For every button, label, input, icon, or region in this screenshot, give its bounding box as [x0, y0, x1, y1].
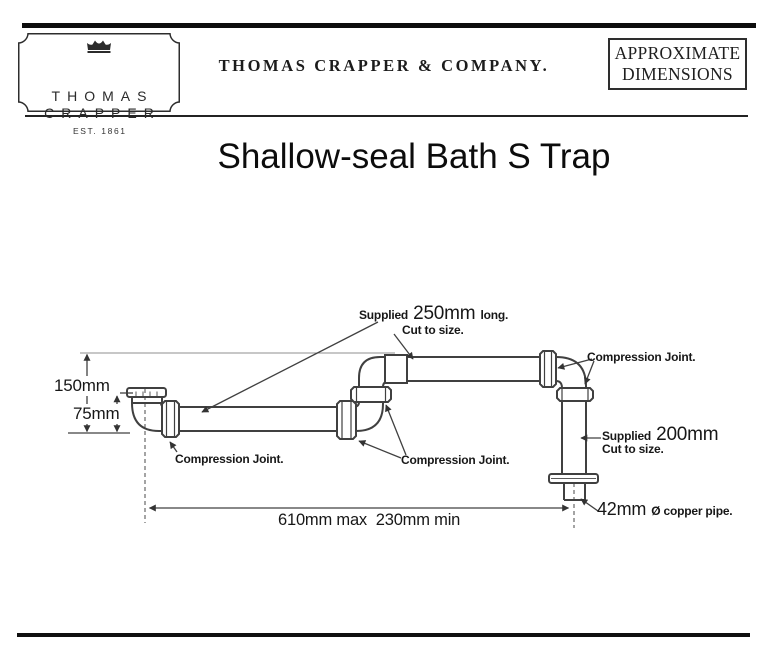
footer-rule	[17, 633, 750, 637]
company-name: THOMAS CRAPPER & COMPANY.	[218, 56, 550, 75]
leader-cj-mid-b	[385, 404, 407, 456]
upper-horizontal-pipe	[405, 356, 542, 382]
floor-flange	[548, 473, 599, 484]
label-dim-75mm: 75mm	[71, 404, 122, 424]
stamp-line1: APPROXIMATE	[614, 43, 741, 63]
label-cut-to-size-right: Cut to size.	[602, 442, 664, 456]
compression-nut-left	[161, 400, 180, 438]
compression-nut-right-lower	[556, 387, 594, 402]
annotation-arrows	[169, 321, 601, 512]
left-elbow-outer	[131, 402, 164, 432]
label-compression-joint-right: Compression Joint.	[587, 350, 696, 364]
leader-supplied250-lower	[201, 321, 379, 413]
lower-horizontal-pipe	[179, 406, 341, 432]
compression-nut-mid-upper	[350, 386, 392, 403]
badge-name-line1: THOMAS	[51, 88, 154, 104]
label-dim-610mm: 610mm max 230mm min	[278, 511, 461, 529]
bath-waste-flange-assembly	[126, 387, 167, 432]
compression-nut-right-upper	[539, 350, 557, 388]
waste-flange-band	[131, 396, 163, 404]
brand-badge: THOMAS CRAPPER EST. 1861	[18, 33, 180, 136]
leader-cj-mid-a	[358, 440, 402, 459]
fittings	[161, 350, 594, 440]
stamp-line2: DIMENSIONS	[622, 64, 733, 84]
supplied-200-prefix: Supplied	[602, 429, 652, 443]
badge-frame	[18, 33, 180, 112]
pipe-spec-suffix: Ø copper pipe.	[651, 504, 733, 518]
label-supplied-200: Supplied 200mm	[602, 424, 719, 446]
right-elbow-outer	[555, 356, 587, 390]
leader-cj-left	[169, 441, 178, 453]
supplied-200-value: 200mm	[656, 424, 719, 445]
header-divider-rule	[25, 115, 748, 117]
badge-established: EST. 1861	[72, 126, 127, 136]
page-title: Shallow-seal Bath S Trap	[217, 137, 611, 176]
label-compression-joint-middle: Compression Joint.	[401, 453, 510, 467]
leader-42mm	[580, 498, 599, 512]
label-dim-150mm: 150mm	[52, 376, 112, 396]
top-rule	[22, 23, 756, 28]
mid-lower-elbow-outer	[355, 402, 384, 432]
centerlines	[144, 389, 575, 528]
pipe-socket	[384, 354, 408, 384]
label-42mm-copper-pipe: 42mm Ø copper pipe.	[597, 499, 733, 520]
pipe-spec-value: 42mm	[597, 499, 647, 519]
leader-cj-right-a	[557, 358, 593, 370]
approximate-dimensions-stamp: APPROXIMATE DIMENSIONS	[608, 38, 747, 90]
compression-nut-mid-lower	[336, 400, 357, 440]
supplied-250-value: 250mm	[413, 303, 476, 324]
leader-supplied250-upper	[393, 333, 414, 360]
right-downcomer	[548, 356, 599, 501]
mid-upper-elbow-outer	[358, 356, 387, 387]
crown-icon	[87, 40, 111, 53]
supplied-250-suffix: long.	[480, 308, 509, 322]
label-cut-to-size-top: Cut to size.	[402, 323, 464, 337]
label-compression-joint-left: Compression Joint.	[175, 452, 284, 466]
label-supplied-250: Supplied 250mm long.	[359, 303, 508, 325]
supplied-250-prefix: Supplied	[359, 308, 409, 322]
badge-name-line2: CRAPPER	[44, 105, 161, 121]
leader-cj-right-b	[584, 360, 595, 385]
